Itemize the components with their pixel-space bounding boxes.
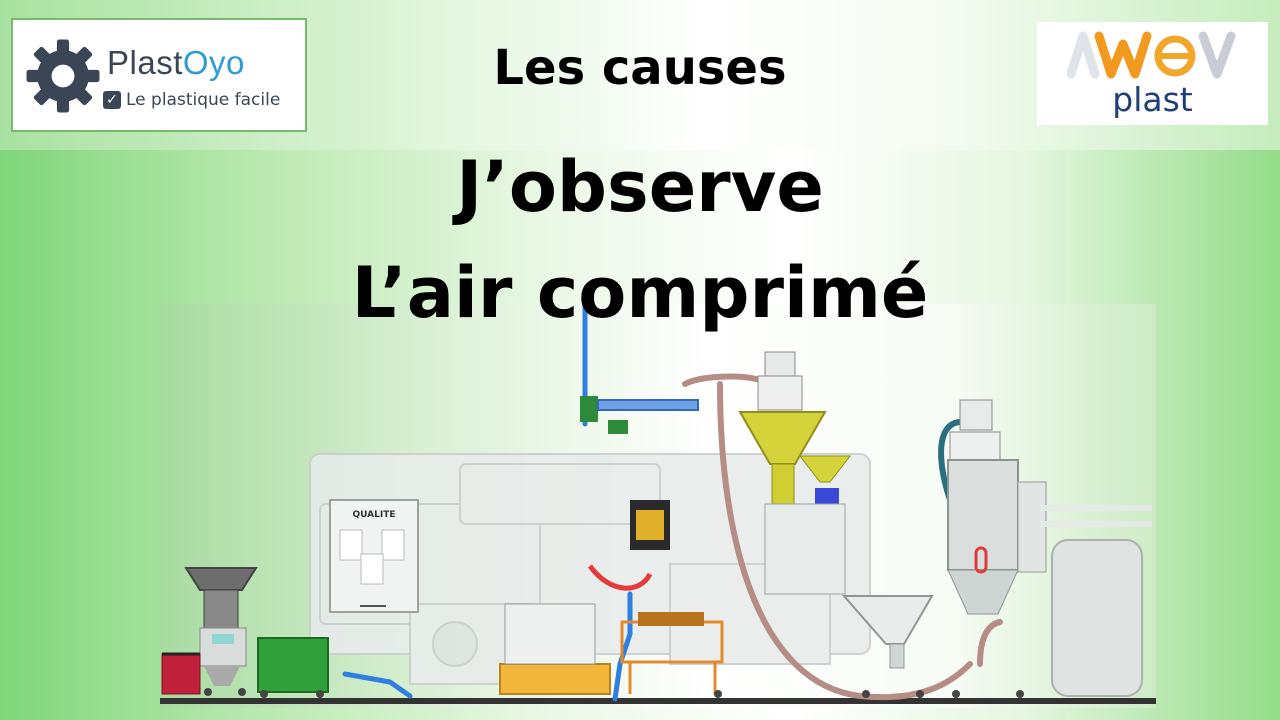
- brand-tagline: ✓ Le plastique facile: [103, 90, 280, 110]
- awev-plast-logo: plast: [1037, 22, 1268, 125]
- production-line-drawing: [160, 304, 1156, 704]
- heading-observe: J’observe: [456, 146, 824, 228]
- plast-word: plast: [1112, 80, 1193, 119]
- awev-wordmark: [1066, 31, 1236, 79]
- material-hopper: [738, 351, 852, 595]
- brand-name: PlastOyo: [107, 44, 245, 81]
- qualite-cabinet: [329, 499, 419, 613]
- gear-icon: [26, 39, 100, 113]
- plastoyo-logo: PlastOyo ✓ Le plastique facile: [11, 18, 307, 132]
- production-line-illustration: QUALITE: [160, 304, 1156, 708]
- subtitle-les-causes: Les causes: [493, 40, 787, 96]
- granulator: [184, 567, 258, 686]
- dryer-unit: [947, 399, 1047, 615]
- check-icon: ✓: [103, 91, 121, 109]
- tagline-text: Le plastique facile: [126, 90, 281, 110]
- heading-air-comprime: L’air comprimé: [351, 252, 929, 334]
- qualite-label: QUALITE: [352, 510, 396, 520]
